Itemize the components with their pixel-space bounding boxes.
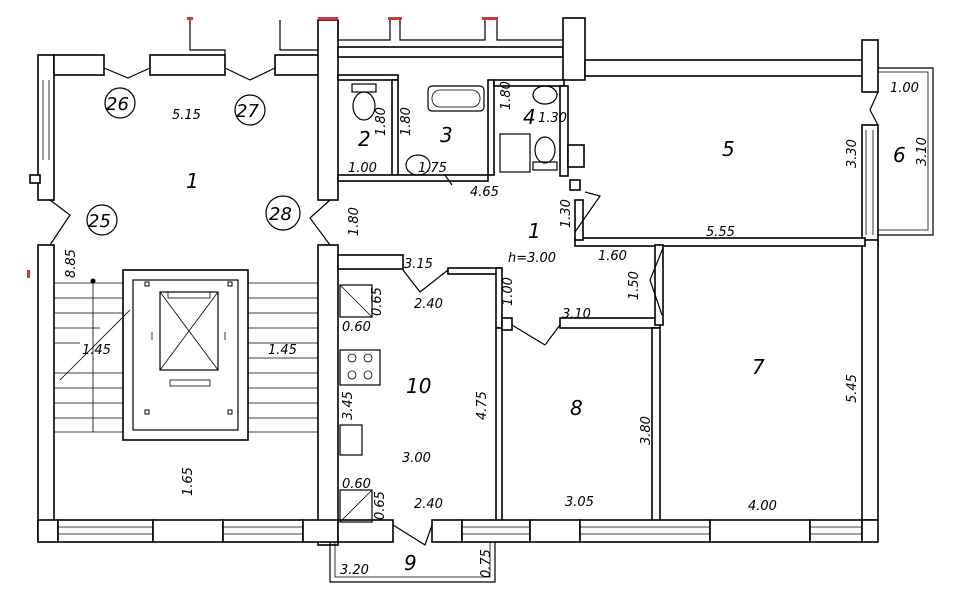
- dim-2-40-a: 2.40: [414, 297, 443, 312]
- circle-27: 27: [236, 101, 259, 122]
- dim-1-50: 1.50: [627, 271, 642, 300]
- dim-0-60-b: 0.60: [342, 477, 371, 492]
- walls: [27, 17, 934, 583]
- dim-8-85: 8.85: [64, 249, 79, 278]
- dim-0-60-a: 0.60: [342, 320, 371, 335]
- dim-4-65: 4.65: [470, 185, 499, 200]
- room-2: 2: [358, 127, 371, 151]
- room-7: 7: [752, 355, 765, 379]
- room-9: 9: [404, 551, 417, 575]
- dim-3-05: 3.05: [565, 495, 594, 510]
- dim-5-45: 5.45: [845, 374, 860, 403]
- dim-3-15: 3.15: [404, 257, 433, 272]
- room-3: 3: [440, 123, 453, 147]
- dim-4-00: 4.00: [748, 499, 777, 514]
- room-5: 5: [722, 137, 735, 161]
- dim-3-00: 3.00: [402, 451, 431, 466]
- dim-1-30-b: 1.30: [559, 199, 574, 228]
- circle-25: 25: [88, 211, 111, 232]
- dim-3-30: 3.30: [845, 139, 860, 168]
- dim-4-75: 4.75: [475, 391, 490, 420]
- dim-1-45-b: 1.45: [268, 343, 297, 358]
- dim-5-55: 5.55: [706, 225, 735, 240]
- dim-1-80-c: 1.80: [499, 81, 514, 110]
- dim-1-65: 1.65: [181, 467, 196, 496]
- lift-shaft: [132, 279, 239, 431]
- dim-1-80-a: 1.80: [374, 107, 389, 136]
- dim-1-75: 1.75: [418, 161, 447, 176]
- room-10: 10: [406, 374, 431, 398]
- dim-1-30-a: 1.30: [538, 111, 567, 126]
- dim-3-45: 3.45: [341, 391, 356, 420]
- staircase: [54, 278, 318, 433]
- dim-1-60: 1.60: [598, 249, 627, 264]
- dim-3-10-a: 3.10: [915, 137, 930, 166]
- circle-28: 28: [269, 204, 292, 225]
- circle-26: 26: [106, 94, 129, 115]
- dim-1-00-c: 1.00: [501, 277, 516, 306]
- room-4: 4: [523, 105, 536, 129]
- dim-1-45-a: 1.45: [82, 343, 111, 358]
- dim-1-80-d: 1.80: [347, 207, 362, 236]
- dim-3-80: 3.80: [639, 416, 654, 445]
- dim-1-00-a: 1.00: [348, 161, 377, 176]
- dim-0-65-a: 0.65: [370, 287, 385, 316]
- room-6: 6: [893, 143, 906, 167]
- doors: [49, 67, 879, 546]
- dim-0-75: 0.75: [479, 549, 494, 578]
- room-1-left: 1: [186, 169, 199, 193]
- circled-markers: 26 27 25 28: [86, 87, 301, 236]
- dim-5-15: 5.15: [172, 108, 201, 123]
- dim-1-00-b: 1.00: [890, 81, 919, 96]
- room-numbers: 1 1 2 3 4 5 6 7 8 9 10 h=3.00: [186, 105, 906, 575]
- dim-0-65-b: 0.65: [373, 491, 388, 520]
- dim-3-20: 3.20: [340, 563, 369, 578]
- dimensions: 5.15 1.80 1.80 1.80 1.00 1.75 1.30 4.65 …: [64, 81, 930, 578]
- room-1-center: 1: [528, 219, 541, 243]
- dim-1-80-b: 1.80: [399, 107, 414, 136]
- room-8: 8: [570, 396, 583, 420]
- ceiling-height: h=3.00: [508, 251, 556, 266]
- fixtures: [339, 83, 558, 523]
- dim-3-10-b: 3.10: [562, 307, 591, 322]
- dim-2-40-b: 2.40: [414, 497, 443, 512]
